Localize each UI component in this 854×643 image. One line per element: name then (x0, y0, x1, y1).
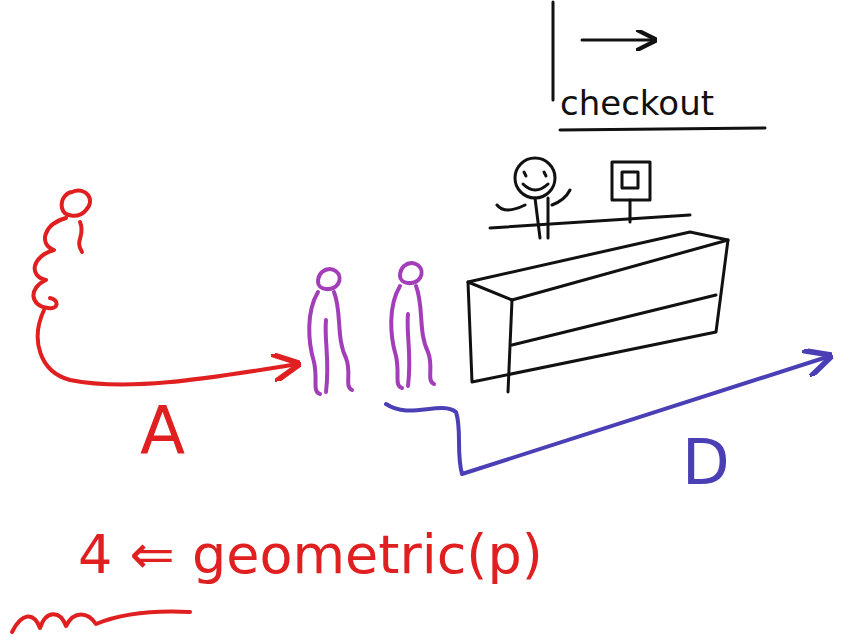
underline-squiggle (12, 612, 190, 633)
checkout-counter (468, 215, 728, 392)
queued-customers (309, 263, 434, 394)
arriving-customer (33, 191, 298, 385)
monitor (612, 162, 650, 222)
sign-text: checkout (560, 86, 714, 120)
checkout-sign (553, 2, 765, 130)
distribution-note: 4 ⇐ geometric(p) (78, 528, 543, 582)
departure-arrow (386, 356, 830, 474)
arrival-label: A (140, 398, 185, 464)
departure-label: D (682, 432, 730, 494)
